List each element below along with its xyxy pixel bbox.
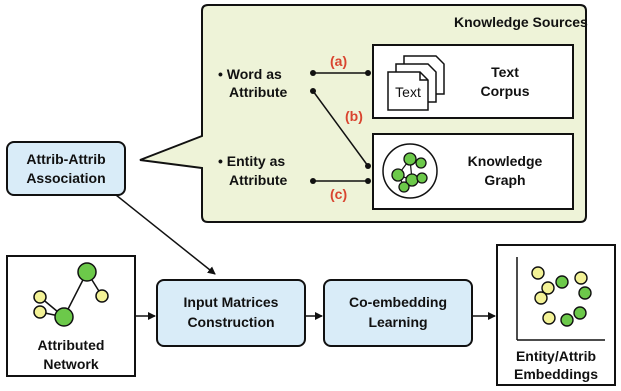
attributed-network-line1: Attributed	[38, 337, 105, 353]
entity-as-attribute-line2: Attribute	[229, 172, 288, 188]
label-b: (b)	[345, 108, 363, 124]
label-a: (a)	[330, 53, 347, 69]
link-a-start-dot	[310, 70, 316, 76]
co-embedding-line2: Learning	[368, 314, 427, 330]
embeddings-line2: Embeddings	[514, 366, 598, 382]
link-b-start-dot	[310, 88, 316, 94]
link-c-start-dot	[310, 178, 316, 184]
link-c-end-dot	[365, 178, 371, 184]
embeddings-line1: Entity/Attrib	[516, 348, 596, 364]
link-b-end-dot	[365, 163, 371, 169]
attributed-network-icon	[33, 262, 109, 327]
attributed-network-line2: Network	[43, 356, 98, 372]
knowledge-sources-title: Knowledge Sources	[454, 14, 588, 30]
word-as-attribute-line1: • Word as	[218, 66, 282, 82]
text-corpus-line2: Corpus	[481, 83, 530, 99]
word-as-attribute-line2: Attribute	[229, 84, 288, 100]
link-a-end-dot	[365, 70, 371, 76]
embedding-scatter-icon	[516, 257, 605, 341]
association-to-input-arrow	[115, 194, 216, 275]
association-box	[6, 141, 126, 196]
input-matrices-line1: Input Matrices	[184, 294, 279, 310]
knowledge-graph-line2: Graph	[484, 172, 525, 188]
association-line2: Association	[26, 170, 105, 186]
entity-as-attribute-line1: • Entity as	[218, 153, 285, 169]
input-matrices-line2: Construction	[187, 314, 274, 330]
co-embedding-line1: Co-embedding	[349, 294, 447, 310]
link-b-line	[312, 90, 369, 167]
association-line1: Attrib-Attrib	[26, 151, 105, 167]
knowledge-graph-icon	[382, 143, 438, 199]
knowledge-graph-line1: Knowledge	[468, 153, 543, 169]
label-c: (c)	[330, 186, 347, 202]
embeddings-box	[496, 244, 616, 386]
text-corpus-line1: Text	[491, 64, 519, 80]
document-page-label: Text	[395, 84, 421, 100]
document-stack-icon	[387, 55, 445, 111]
co-embedding-box	[323, 279, 473, 347]
input-matrices-box	[156, 279, 306, 347]
